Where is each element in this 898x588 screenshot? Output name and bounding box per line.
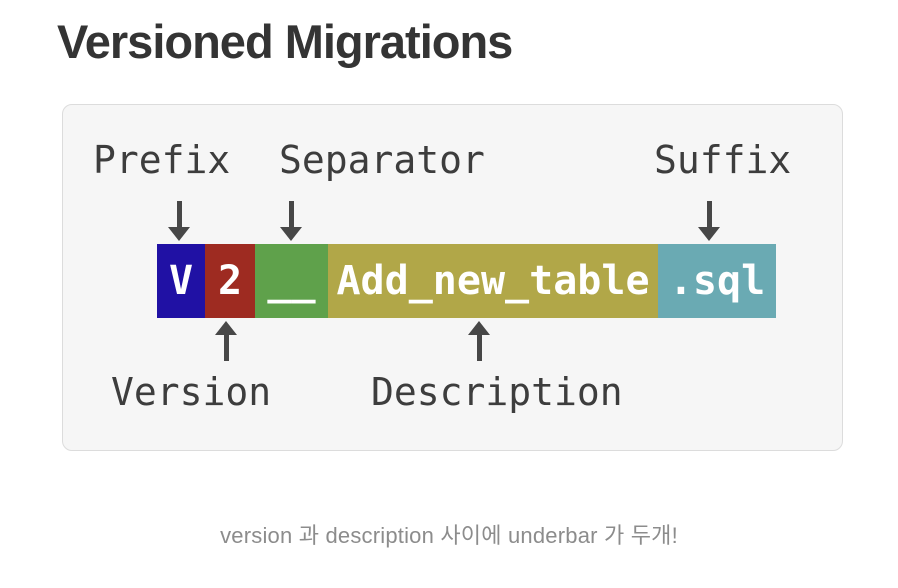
arrow-stem bbox=[706, 201, 712, 227]
description-label: Description bbox=[371, 370, 623, 414]
arrow-up-version-icon bbox=[214, 321, 238, 361]
arrow-head bbox=[215, 321, 237, 335]
arrow-head bbox=[698, 227, 720, 241]
filename-segment-version: 2 bbox=[205, 244, 255, 318]
filename-segment-description: Add_new_table bbox=[328, 244, 658, 318]
filename-anatomy-card: Prefix Separator Suffix V 2 __ Add_new_t… bbox=[62, 104, 843, 451]
version-label: Version bbox=[111, 370, 272, 414]
arrow-up-description-icon bbox=[467, 321, 491, 361]
filename-segment-prefix: V bbox=[157, 244, 205, 318]
separator-label: Separator bbox=[279, 138, 485, 182]
page-title: Versioned Migrations bbox=[57, 15, 513, 68]
arrow-head bbox=[280, 227, 302, 241]
arrow-stem bbox=[176, 201, 182, 227]
arrow-stem bbox=[223, 335, 229, 361]
arrow-head bbox=[168, 227, 190, 241]
arrow-stem bbox=[476, 335, 482, 361]
filename-bar: V 2 __ Add_new_table .sql bbox=[157, 244, 776, 318]
prefix-label: Prefix bbox=[93, 138, 231, 182]
filename-segment-separator: __ bbox=[255, 244, 328, 318]
suffix-label: Suffix bbox=[654, 138, 792, 182]
arrow-stem bbox=[288, 201, 294, 227]
arrow-down-prefix-icon bbox=[167, 201, 191, 241]
arrow-down-suffix-icon bbox=[697, 201, 721, 241]
arrow-down-separator-icon bbox=[279, 201, 303, 241]
arrow-head bbox=[468, 321, 490, 335]
korean-caption: version 과 description 사이에 underbar 가 두개! bbox=[220, 523, 678, 548]
filename-segment-suffix: .sql bbox=[658, 244, 776, 318]
